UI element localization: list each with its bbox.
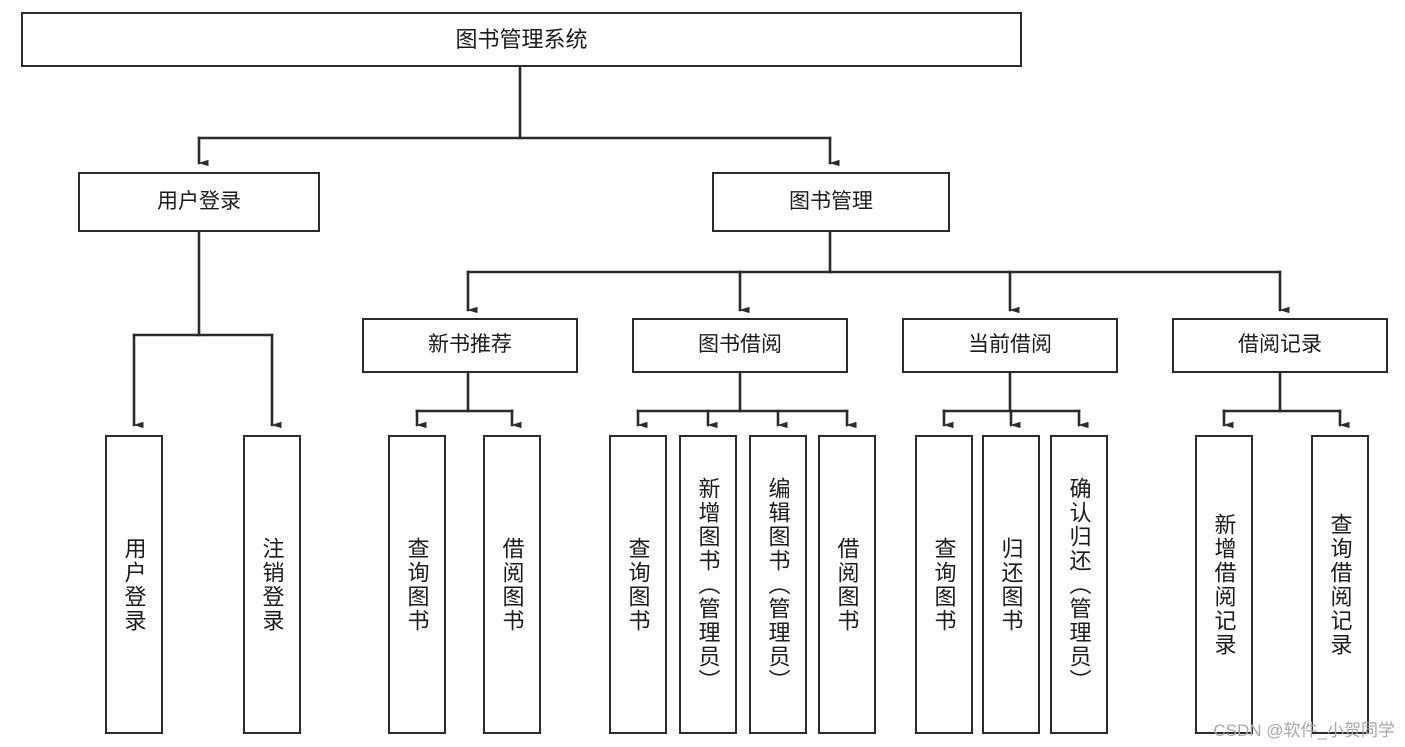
node-leaf-add-book[interactable]: 新增图书（管理员） [679, 435, 737, 734]
node-root[interactable]: 图书管理系统 [21, 12, 1022, 67]
node-leaf-edit-book[interactable]: 编辑图书（管理员） [749, 435, 807, 734]
node-book-manage[interactable]: 图书管理 [712, 172, 950, 232]
node-leaf-logout[interactable]: 注销登录 [243, 435, 301, 734]
node-leaf-logout-label: 注销登录 [259, 536, 285, 633]
node-leaf-user-login[interactable]: 用户登录 [105, 435, 163, 734]
node-book-borrow[interactable]: 图书借阅 [632, 318, 848, 373]
node-leaf-query-record[interactable]: 查询借阅记录 [1311, 435, 1369, 734]
node-new-book-recommend-label: 新书推荐 [428, 333, 512, 357]
node-borrow-record[interactable]: 借阅记录 [1172, 318, 1388, 373]
node-leaf-borrow-book-a[interactable]: 借阅图书 [483, 435, 541, 734]
node-leaf-edit-book-label: 编辑图书（管理员） [765, 476, 791, 693]
node-user-login[interactable]: 用户登录 [78, 172, 320, 232]
node-leaf-query-book-c[interactable]: 查询图书 [915, 435, 973, 734]
node-borrow-record-label: 借阅记录 [1238, 333, 1322, 357]
node-leaf-add-record-label: 新增借阅记录 [1211, 512, 1237, 657]
node-leaf-add-book-label: 新增图书（管理员） [695, 476, 721, 693]
node-leaf-user-login-label: 用户登录 [121, 536, 147, 633]
node-leaf-confirm-return-label: 确认归还（管理员） [1066, 476, 1092, 693]
node-leaf-query-book-b-label: 查询图书 [625, 536, 651, 633]
node-leaf-add-record[interactable]: 新增借阅记录 [1195, 435, 1253, 734]
node-new-book-recommend[interactable]: 新书推荐 [362, 318, 578, 373]
node-leaf-query-book-b[interactable]: 查询图书 [609, 435, 667, 734]
node-user-login-label: 用户登录 [157, 189, 241, 213]
node-leaf-query-book-a-label: 查询图书 [404, 536, 430, 633]
node-current-borrow[interactable]: 当前借阅 [902, 318, 1118, 373]
node-leaf-return-book[interactable]: 归还图书 [982, 435, 1040, 734]
node-leaf-return-book-label: 归还图书 [998, 536, 1024, 633]
node-root-label: 图书管理系统 [455, 26, 588, 52]
watermark: CSDN @软件_小贺同学 [1213, 721, 1395, 740]
node-leaf-confirm-return[interactable]: 确认归还（管理员） [1050, 435, 1108, 734]
node-current-borrow-label: 当前借阅 [968, 333, 1052, 357]
node-leaf-query-book-a[interactable]: 查询图书 [388, 435, 446, 734]
node-leaf-query-book-c-label: 查询图书 [931, 536, 957, 633]
node-leaf-borrow-book-b-label: 借阅图书 [834, 536, 860, 633]
node-book-manage-label: 图书管理 [789, 189, 873, 213]
node-leaf-borrow-book-b[interactable]: 借阅图书 [818, 435, 876, 734]
node-leaf-query-record-label: 查询借阅记录 [1327, 512, 1353, 657]
node-book-borrow-label: 图书借阅 [698, 333, 782, 357]
node-leaf-borrow-book-a-label: 借阅图书 [499, 536, 525, 633]
